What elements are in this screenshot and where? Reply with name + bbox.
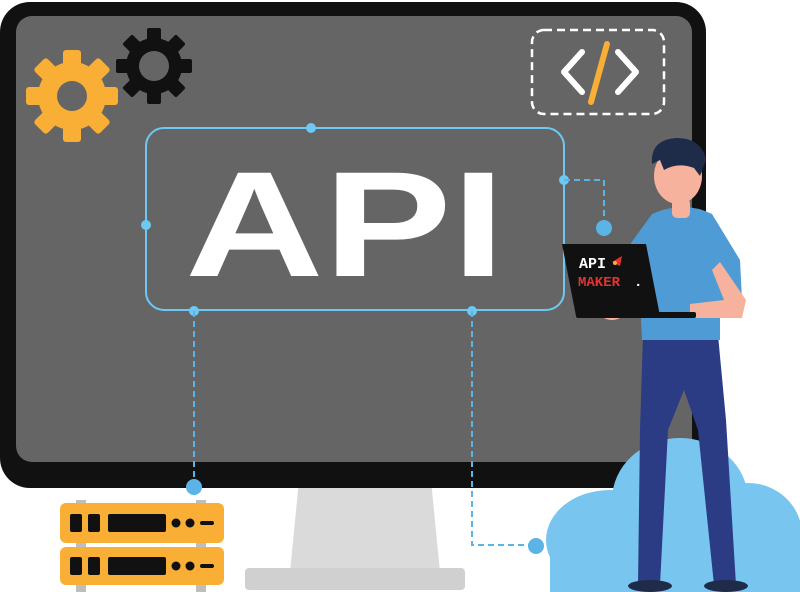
api-box: API	[141, 123, 569, 316]
shoe	[628, 580, 672, 592]
shoe	[704, 580, 748, 592]
server-rack-icon	[60, 500, 224, 592]
monitor-stand	[245, 470, 465, 590]
connector-endpoint	[528, 538, 544, 554]
server-unit	[60, 503, 224, 543]
server-unit	[60, 547, 224, 585]
laptop: API MAKER .	[562, 244, 696, 318]
connector-endpoint	[596, 220, 612, 236]
hair	[651, 138, 706, 176]
connector-dot	[141, 220, 151, 230]
connector-endpoint	[186, 479, 202, 495]
gear-orange-icon	[26, 50, 118, 142]
gear-black-icon	[116, 28, 192, 104]
connector-lines	[193, 179, 605, 546]
api-title: API	[185, 140, 505, 308]
pants	[638, 335, 736, 585]
laptop-brand-top: API	[579, 256, 606, 273]
laptop-brand-bottom: MAKER	[578, 275, 621, 291]
connector-dot	[306, 123, 316, 133]
code-brackets-icon	[530, 28, 666, 116]
rocket-icon	[612, 256, 622, 266]
laptop-brand-dot: .	[634, 275, 642, 291]
